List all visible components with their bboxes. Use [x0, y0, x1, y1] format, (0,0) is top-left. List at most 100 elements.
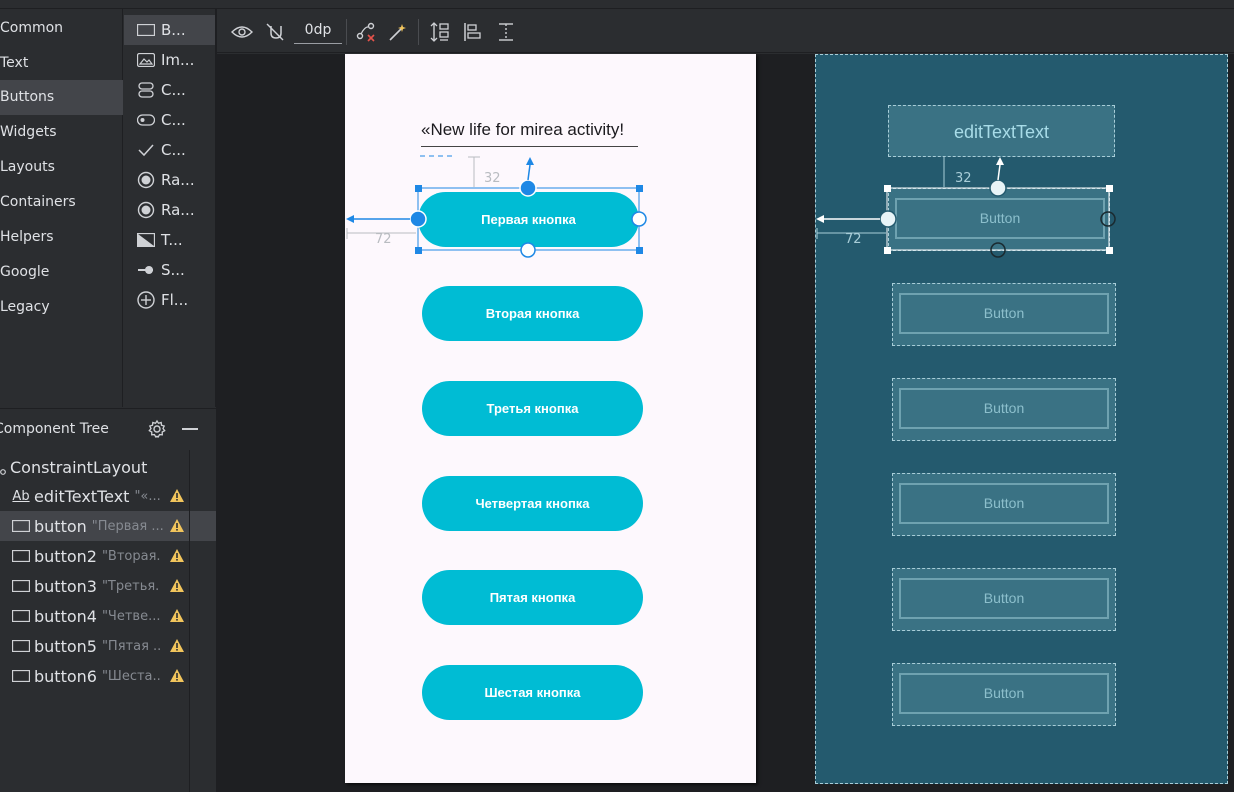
align-icon[interactable]	[460, 20, 484, 44]
design-surface[interactable]: «New life for mirea activity! Первая кно…	[345, 54, 756, 783]
tree-node-value: "Шеста...	[101, 668, 160, 684]
toolbar-separator	[346, 19, 347, 45]
blueprint-button-4[interactable]: Button	[892, 473, 1116, 536]
top-strip	[0, 0, 1234, 9]
tree-node-name: ConstraintLayout	[10, 457, 148, 477]
palette-category-common[interactable]: Common	[0, 20, 64, 36]
default-margin-field[interactable]: 0dp	[294, 20, 342, 44]
palette-item-switch[interactable]: S...	[124, 255, 215, 285]
radio-button-icon	[136, 201, 156, 219]
warning-icon[interactable]	[169, 578, 185, 593]
image-button-icon	[136, 52, 156, 68]
pack-icon[interactable]	[428, 20, 452, 44]
blueprint-surface[interactable]: editTextText Button Button Button Button…	[815, 54, 1228, 784]
design-button-6[interactable]: Шестая кнопка	[422, 665, 643, 720]
edittext-icon: Ab	[12, 488, 30, 504]
palette-item-label: Ra...	[161, 171, 195, 189]
component-tree-header: Component Tree	[0, 408, 216, 448]
palette-item-image-button[interactable]: Im...	[124, 45, 215, 75]
warning-icon[interactable]	[169, 518, 185, 533]
clear-constraints-icon[interactable]	[354, 20, 378, 44]
button-icon	[11, 668, 31, 684]
palette-category-google[interactable]: Google	[0, 264, 50, 280]
palette-item-chip-group[interactable]: C...	[124, 75, 215, 105]
blueprint-button-2[interactable]: Button	[892, 283, 1116, 346]
palette-item-chip[interactable]: C...	[124, 105, 215, 135]
warning-icon[interactable]	[169, 638, 185, 653]
blueprint-button-label: Button	[899, 483, 1109, 524]
tree-row-button2[interactable]: button2 "Вторая...	[0, 541, 216, 571]
constraint-layout-icon	[0, 460, 8, 475]
tree-row-button6[interactable]: button6 "Шеста...	[0, 661, 216, 691]
blueprint-button-6[interactable]: Button	[892, 663, 1116, 726]
eye-icon[interactable]	[230, 20, 254, 44]
palette-category-helpers[interactable]: Helpers	[0, 229, 54, 245]
palette-item-checkbox[interactable]: C...	[124, 135, 215, 165]
palette-item-toggle-button[interactable]: T...	[124, 225, 215, 255]
tree-node-name: button6	[34, 666, 97, 686]
magnet-off-icon[interactable]	[263, 20, 287, 44]
minimize-icon[interactable]	[182, 428, 198, 430]
tree-node-name: button5	[34, 636, 97, 656]
warning-icon[interactable]	[169, 608, 185, 623]
palette-item-fab[interactable]: Fl...	[124, 285, 215, 315]
palette-item-label: C...	[161, 141, 186, 159]
palette-category-layouts[interactable]: Layouts	[0, 159, 55, 175]
tree-node-name: button2	[34, 546, 97, 566]
palette-item-radio-group[interactable]: Ra...	[124, 165, 215, 195]
gear-icon[interactable]	[147, 419, 167, 439]
blueprint-button-label: Button	[895, 198, 1105, 239]
tree-node-name: button4	[34, 606, 97, 626]
blueprint-button-label: Button	[899, 578, 1109, 619]
component-tree: ConstraintLayout Ab editTextText "«... b…	[0, 450, 216, 792]
blueprint-edit-text[interactable]: editTextText	[888, 105, 1115, 157]
palette-category-containers[interactable]: Containers	[0, 194, 76, 210]
radio-group-icon	[136, 171, 156, 189]
fab-icon	[136, 291, 156, 309]
tree-row-button4[interactable]: button4 "Четве...	[0, 601, 216, 631]
tree-row-root[interactable]: ConstraintLayout	[0, 452, 216, 482]
palette-item-label: B...	[161, 21, 186, 39]
blueprint-button-1[interactable]: Button	[888, 188, 1110, 251]
design-button-1[interactable]: Первая кнопка	[418, 192, 639, 247]
warning-icon[interactable]	[169, 548, 185, 563]
design-button-2[interactable]: Вторая кнопка	[422, 286, 643, 341]
palette-category-buttons[interactable]: Buttons	[0, 80, 123, 115]
design-button-3[interactable]: Третья кнопка	[422, 381, 643, 436]
button-icon	[11, 608, 31, 624]
panel-divider[interactable]	[216, 9, 217, 792]
edit-text-view[interactable]: «New life for mirea activity!	[421, 120, 625, 139]
checkbox-icon	[136, 142, 156, 158]
chip-icon	[136, 112, 156, 128]
palette-item-button[interactable]: B...	[124, 15, 215, 45]
tree-node-name: button3	[34, 576, 97, 596]
blueprint-button-5[interactable]: Button	[892, 568, 1116, 631]
blueprint-button-label: Button	[899, 673, 1109, 714]
tree-row-button5[interactable]: button5 "Пятая ...	[0, 631, 216, 661]
guidelines-icon[interactable]	[494, 20, 518, 44]
palette-item-label: T...	[161, 231, 183, 249]
button-icon	[136, 22, 156, 38]
tree-row-edittext[interactable]: Ab editTextText "«...	[0, 481, 216, 511]
button-icon	[11, 518, 31, 534]
palette-item-label: C...	[161, 111, 186, 129]
palette-categories: Common Text Buttons Widgets Layouts Cont…	[0, 9, 123, 407]
tree-row-button3[interactable]: button3 "Третья...	[0, 571, 216, 601]
warning-icon[interactable]	[169, 488, 185, 503]
design-button-4[interactable]: Четвертая кнопка	[422, 476, 643, 531]
tree-node-value: "Первая ...	[91, 518, 164, 534]
palette-item-label: Fl...	[161, 291, 189, 309]
blueprint-button-3[interactable]: Button	[892, 378, 1116, 441]
component-tree-title: Component Tree	[0, 421, 109, 437]
tree-row-button[interactable]: button "Первая ...	[0, 511, 216, 541]
infer-constraints-icon[interactable]	[386, 20, 410, 44]
tree-node-value: "Третья...	[101, 578, 160, 594]
palette-category-legacy[interactable]: Legacy	[0, 299, 50, 315]
palette-item-radio-button[interactable]: Ra...	[124, 195, 215, 225]
design-button-5[interactable]: Пятая кнопка	[422, 570, 643, 625]
palette-category-text[interactable]: Text	[0, 55, 29, 71]
tree-node-value: "Пятая ...	[101, 638, 160, 654]
palette-category-widgets[interactable]: Widgets	[0, 124, 57, 140]
warning-icon[interactable]	[169, 668, 185, 683]
blueprint-button-label: Button	[899, 293, 1109, 334]
